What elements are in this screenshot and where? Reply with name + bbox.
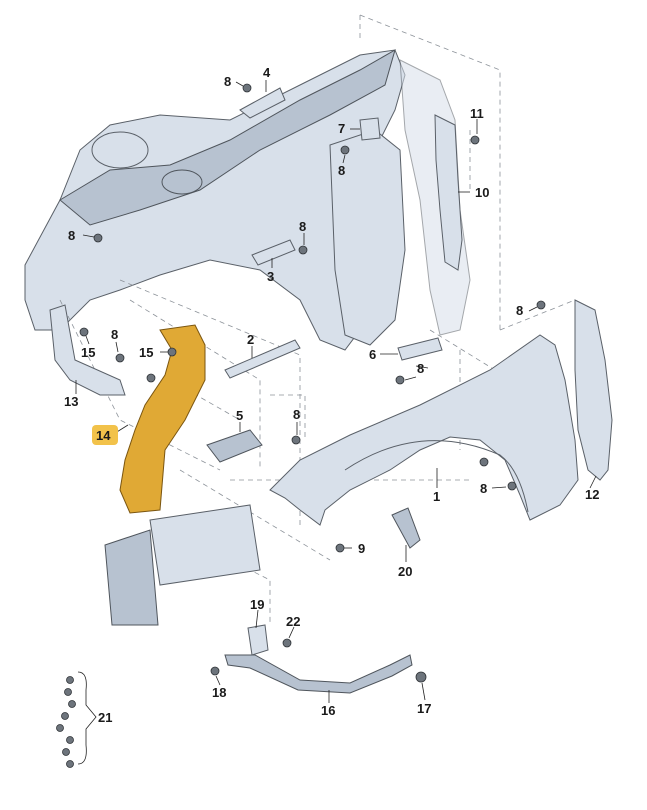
body-structure bbox=[24, 48, 471, 351]
callout-17: 17 bbox=[417, 701, 431, 716]
bracket-part-3 bbox=[251, 239, 296, 266]
callout-19: 19 bbox=[250, 597, 264, 612]
callout-8a: 8 bbox=[224, 74, 231, 89]
callout-6: 6 bbox=[369, 347, 376, 362]
callout-8i: 8 bbox=[480, 481, 487, 496]
fender-part-1 bbox=[269, 334, 579, 526]
callout-14-highlight bbox=[92, 425, 118, 445]
callout-8d: 8 bbox=[68, 228, 75, 243]
screws bbox=[56, 83, 546, 768]
crash-rail bbox=[104, 504, 261, 626]
callout-5: 5 bbox=[236, 408, 243, 423]
callout-18: 18 bbox=[212, 685, 226, 700]
callout-16: 16 bbox=[321, 703, 335, 718]
bracket-part-7 bbox=[359, 117, 381, 141]
callout-10: 10 bbox=[475, 185, 489, 200]
callout-15b: 15 bbox=[139, 345, 153, 360]
callout-labels: 1 2 3 4 5 6 7 8 8 8 8 8 8 8 8 8 9 10 11 … bbox=[64, 65, 599, 725]
liner-part-12 bbox=[574, 299, 613, 481]
callout-21: 21 bbox=[98, 710, 112, 725]
callout-22: 22 bbox=[286, 614, 300, 629]
callout-14: 14 bbox=[96, 428, 111, 443]
callout-12: 12 bbox=[585, 487, 599, 502]
callout-8g: 8 bbox=[417, 361, 424, 376]
callout-11: 11 bbox=[470, 106, 484, 121]
trim-part-10 bbox=[434, 114, 463, 271]
bracket-part-14 bbox=[119, 324, 206, 514]
callout-3: 3 bbox=[267, 269, 274, 284]
bracket-part-19 bbox=[247, 624, 269, 656]
callout-1: 1 bbox=[433, 489, 440, 504]
callout-8h: 8 bbox=[516, 303, 523, 318]
callout-7: 7 bbox=[338, 121, 345, 136]
callout-20: 20 bbox=[398, 564, 412, 579]
callout-9: 9 bbox=[358, 541, 365, 556]
bracket-part-5 bbox=[206, 429, 263, 463]
callout-13: 13 bbox=[64, 394, 78, 409]
callout-8f: 8 bbox=[293, 407, 300, 422]
bracket-part-16 bbox=[224, 654, 413, 694]
clip-part-20 bbox=[391, 507, 421, 549]
bracket-part-13 bbox=[49, 304, 126, 396]
callout-2: 2 bbox=[247, 332, 254, 347]
bracket-part-6 bbox=[397, 337, 443, 361]
bracket-part-2 bbox=[224, 339, 301, 379]
callout-15a: 15 bbox=[81, 345, 95, 360]
callout-8c: 8 bbox=[299, 219, 306, 234]
callout-8b: 8 bbox=[338, 163, 345, 178]
callout-8e: 8 bbox=[111, 327, 118, 342]
bracket-part-4 bbox=[239, 87, 286, 119]
callout-4: 4 bbox=[263, 65, 271, 80]
leader-lines bbox=[75, 80, 597, 765]
